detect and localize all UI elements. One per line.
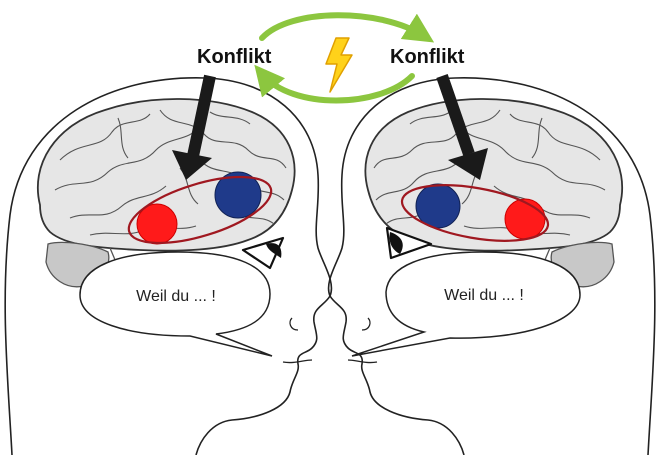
left-speech-bubble: Weil du ... !: [80, 252, 272, 356]
right-red-region: [505, 199, 545, 239]
cycle-arrow-top: [262, 15, 424, 38]
left-speech-text: Weil du ... !: [136, 288, 216, 305]
left-conflict-label: Konflikt: [197, 46, 272, 68]
lightning-bolt-icon: [326, 38, 352, 92]
right-conflict-label: Konflikt: [390, 46, 465, 68]
right-nostril: [362, 318, 370, 330]
left-nostril: [290, 318, 298, 330]
right-speech-text: Weil du ... !: [444, 287, 524, 304]
right-speech-bubble: Weil du ... !: [352, 252, 580, 356]
